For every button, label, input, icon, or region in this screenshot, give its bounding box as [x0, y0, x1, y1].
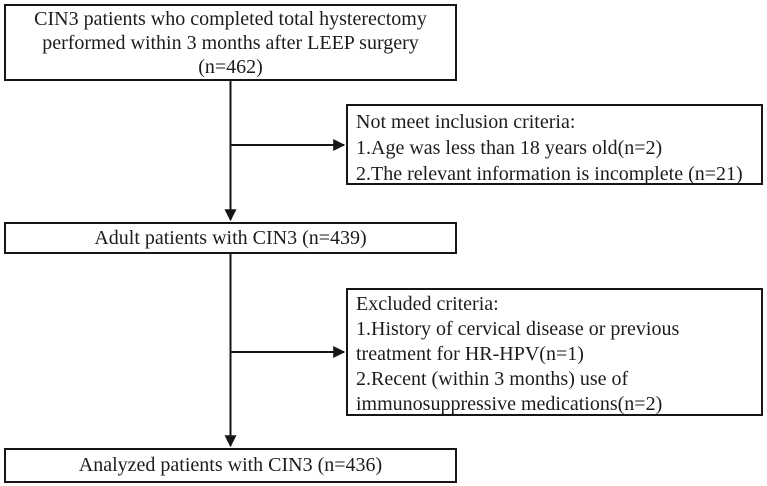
node-not-meet-item-1: 1.Age was less than 18 years old(n=2) [356, 137, 663, 159]
node-source-line: performed within 3 months after LEEP sur… [42, 31, 419, 54]
node-excluded-title: Excluded criteria: [356, 293, 499, 315]
node-excluded-item-2-line-1: 2.Recent (within 3 months) use of [356, 368, 629, 390]
node-not-meet-inclusion-criteria: Not meet inclusion criteria: 1.Age was l… [346, 104, 763, 185]
node-not-meet-title: Not meet inclusion criteria: [356, 111, 576, 133]
node-source-count: (n=462) [198, 55, 263, 78]
node-excluded-item-1-line-2: treatment for HR-HPV(n=1) [356, 343, 584, 365]
node-excluded-item-2-line-2: immunosuppressive medications(n=2) [356, 393, 663, 415]
node-adult-patients: Adult patients with CIN3 (n=439) [4, 222, 457, 254]
node-excluded-item-1-line-1: 1.History of cervical disease or previou… [356, 318, 680, 340]
node-analyzed-label: Analyzed patients with CIN3 (n=436) [78, 454, 383, 476]
node-source-line: CIN3 patients who completed total hyster… [34, 7, 427, 30]
node-adult-label: Adult patients with CIN3 (n=439) [94, 226, 367, 249]
node-excluded-criteria: Excluded criteria: 1.History of cervical… [346, 288, 763, 416]
node-not-meet-item-2: 2.The relevant information is incomplete… [356, 163, 743, 185]
node-analyzed-patients: Analyzed patients with CIN3 (n=436) [4, 448, 457, 483]
node-source-population: CIN3 patients who completed total hyster… [4, 4, 457, 81]
